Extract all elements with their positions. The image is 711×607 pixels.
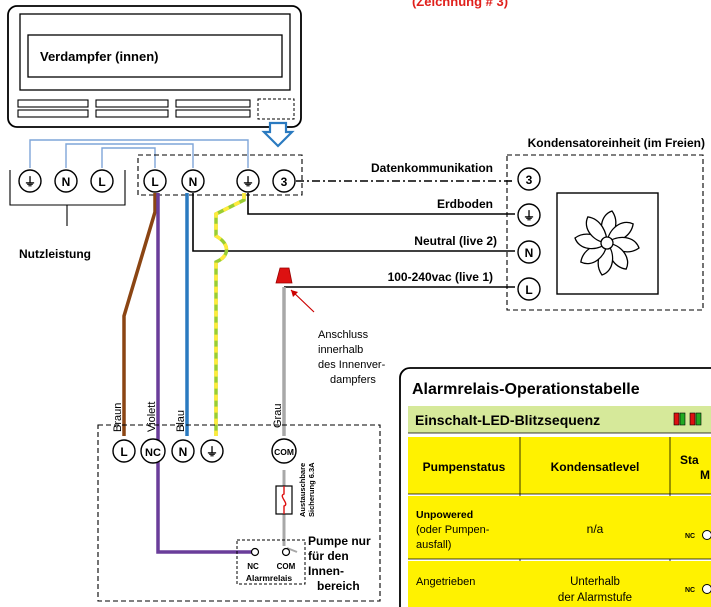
alarm-relay-table: Alarmrelais-Operationstabelle Einschalt-… xyxy=(399,367,711,607)
relay-label: Alarmrelais xyxy=(246,573,293,583)
header-level: Kondensatlevel xyxy=(551,460,640,474)
relay-com-contact xyxy=(281,547,291,557)
outdoor-terminal-ground: ⏚ xyxy=(523,209,535,223)
alarm-relay-box xyxy=(236,539,306,585)
outdoor-terminal-l: L xyxy=(525,283,532,297)
table-title: Alarmrelais-Operationstabelle xyxy=(412,381,640,398)
terminal-ground: ⏚ xyxy=(24,175,36,189)
wire-label-grau: Grau xyxy=(272,404,284,428)
pump-terminal-l: L xyxy=(120,445,127,459)
row2-contact: NC xyxy=(685,587,695,594)
brown-wire xyxy=(122,193,157,436)
pump-terminal-com: COM xyxy=(274,447,294,457)
row1-level: n/a xyxy=(587,522,604,536)
indoor-terminal-block xyxy=(137,154,303,196)
evaporator-unit: Verdampfer (innen) xyxy=(7,5,302,128)
earth-line-label: Erdboden xyxy=(437,197,493,211)
pump-label: Pumpe nur für den Innen- bereich xyxy=(308,534,374,593)
terminal-n-indoor: N xyxy=(189,175,198,189)
earth-line xyxy=(247,193,515,215)
fan-icon xyxy=(556,192,659,295)
led-row-label: Einschalt-LED-Blitzsequenz xyxy=(415,412,600,428)
live-line-label: 100-240vac (live 1) xyxy=(388,270,493,284)
wire-label-blau: Blau xyxy=(175,410,187,432)
row2-pump: Angetrieben xyxy=(416,576,475,588)
drawing-label: (Zeichnung # 3) xyxy=(412,0,508,9)
row2-level: Unterhalb xyxy=(570,576,620,588)
outdoor-terminal-3: 3 xyxy=(526,173,533,187)
relay-com-label: COM xyxy=(277,562,296,571)
row2-level2: der Alarmstufe xyxy=(558,592,632,604)
internal-wires xyxy=(29,139,249,168)
header-status: Sta xyxy=(680,453,699,467)
header-status-line2: M xyxy=(700,468,710,482)
nutzleistung-label: Nutzleistung xyxy=(19,247,91,261)
data-line-label: Datenkommunikation xyxy=(371,161,493,175)
ground-wire xyxy=(214,193,246,436)
outdoor-terminal-n: N xyxy=(525,246,534,260)
terminal-n: N xyxy=(62,175,71,189)
condenser-title: Kondensatoreinheit (im Freien) xyxy=(528,136,705,150)
pump-terminal-nc: NC xyxy=(145,447,161,459)
pump-terminal-n: N xyxy=(179,445,188,459)
fuse-label: Austauschbare Sicherung 6.3A xyxy=(298,461,316,517)
terminal-l: L xyxy=(98,175,105,189)
relay-nc-contact xyxy=(250,547,260,557)
header-pump: Pumpenstatus xyxy=(423,460,506,474)
relay-nc-label: NC xyxy=(247,562,259,571)
neutral-line xyxy=(192,193,515,252)
terminal-ground-indoor: ⏚ xyxy=(242,175,254,189)
wire-label-braun: Braun xyxy=(112,403,124,432)
condenser-unit xyxy=(506,154,704,311)
arrow-down-icon xyxy=(261,121,295,148)
connector-marker-icon xyxy=(275,267,293,284)
connection-note: Anschluss innerhalb des Innenver- dampfe… xyxy=(318,329,388,386)
evaporator-title: Verdampfer (innen) xyxy=(40,49,158,64)
row1-contact: NC xyxy=(685,533,695,540)
terminal-3-indoor: 3 xyxy=(281,175,288,189)
pump-box xyxy=(97,424,381,602)
pump-terminal-ground: ⏚ xyxy=(206,445,218,459)
row1-pump: Unpowered (oder Pumpen- ausfall) xyxy=(416,509,492,551)
neutral-line-label: Neutral (live 2) xyxy=(414,234,497,248)
terminal-l-indoor: L xyxy=(151,175,158,189)
violet-wire xyxy=(156,193,255,554)
led-red-icon xyxy=(673,412,680,426)
wire-label-violett: Violett xyxy=(146,402,158,432)
